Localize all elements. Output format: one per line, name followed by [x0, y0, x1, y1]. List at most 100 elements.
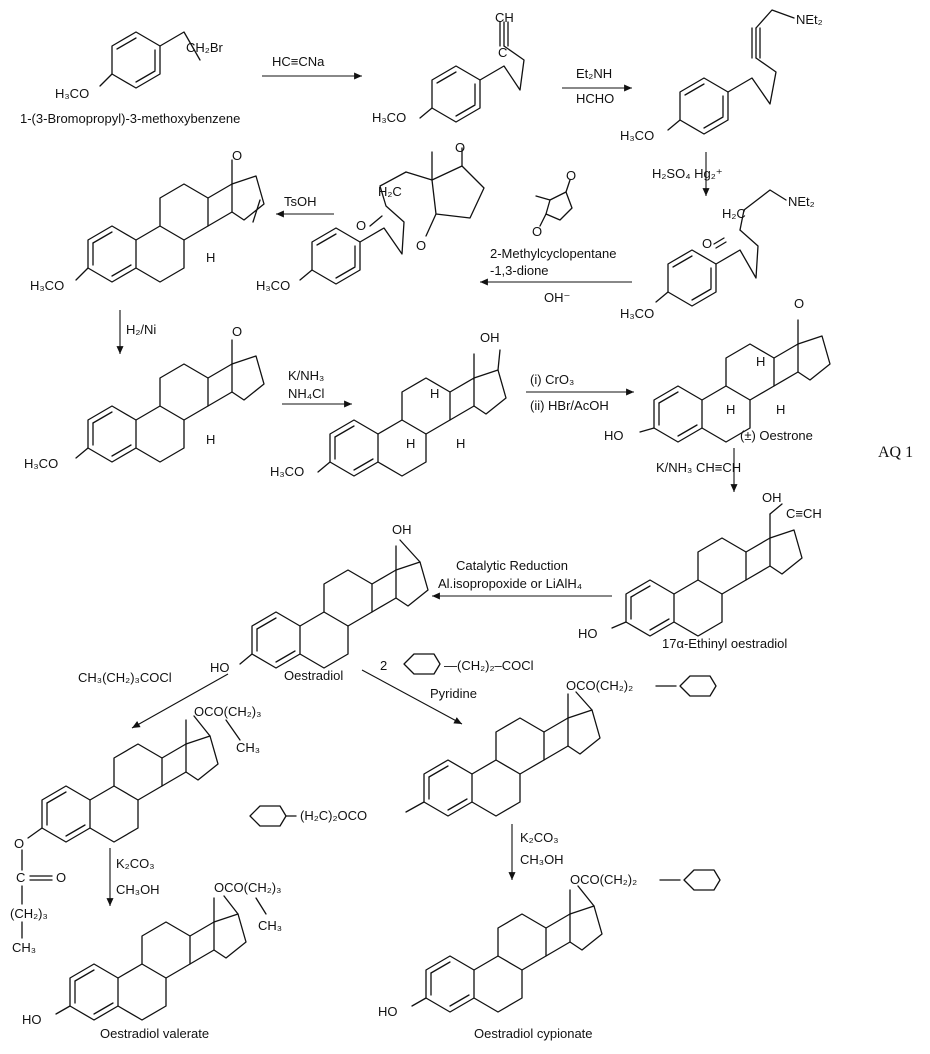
hydroxy-label: HO	[210, 660, 230, 675]
svg-text:CH₃OH: CH₃OH	[520, 852, 564, 867]
svg-text:O: O	[14, 836, 24, 851]
reaction-arrow-12	[361, 669, 463, 725]
svg-text:H: H	[206, 250, 215, 265]
svg-text:K/NH₃ CH≡CH: K/NH₃ CH≡CH	[656, 460, 741, 475]
methoxy-label: H₃CO	[620, 128, 654, 143]
methylcyclopentanedione-structure: O O	[532, 168, 576, 239]
svg-text:H₂/Ni: H₂/Ni	[126, 322, 156, 337]
molecule-3-aminoalkyne: NEt₂ H₃CO	[620, 9, 823, 143]
molecule-5-trione: H₂C O O O H₃CO	[256, 140, 485, 293]
svg-text:2: 2	[380, 658, 387, 673]
cyclopentyl-structure	[403, 653, 441, 675]
svg-text:H₂C: H₂C	[722, 206, 746, 221]
svg-text:H: H	[456, 436, 465, 451]
molecule-6-dienone: O H H₃CO	[30, 148, 265, 293]
svg-text:CH₃: CH₃	[12, 940, 36, 955]
svg-text:-1,3-dione: -1,3-dione	[490, 263, 549, 278]
methoxy-label: H₃CO	[620, 306, 654, 321]
compound-name: Oestradiol	[284, 668, 343, 683]
methoxy-label: H₃CO	[270, 464, 304, 479]
svg-text:OH: OH	[392, 522, 412, 537]
hydroxy-label: HO	[578, 626, 598, 641]
compound-name: Oestradiol valerate	[100, 1026, 209, 1041]
molecule-4-aminoketone: NEt₂ H₂C O H₃CO	[620, 189, 815, 321]
methoxy-label: H₃CO	[55, 86, 89, 101]
svg-text:O: O	[455, 140, 465, 155]
svg-text:O: O	[232, 324, 242, 339]
methoxy-label: H₃CO	[256, 278, 290, 293]
diethylamino-label: NEt₂	[788, 194, 815, 209]
svg-text:Et₂NH: Et₂NH	[576, 66, 612, 81]
svg-text:Al.isopropoxide or LiAlH₄: Al.isopropoxide or LiAlH₄	[438, 576, 582, 591]
svg-text:(ii) HBr/AcOH: (ii) HBr/AcOH	[530, 398, 609, 413]
svg-text:H: H	[406, 436, 415, 451]
molecule-13-oestradiol-dicypionate: OCO(CH₂)₂ (H₂C)₂OCO	[249, 675, 717, 827]
svg-text:K/NH₃: K/NH₃	[288, 368, 324, 383]
diethylamino-label: NEt₂	[796, 12, 823, 27]
compound-name: 1-(3-Bromopropyl)-3-methoxybenzene	[20, 111, 240, 126]
methoxy-label: H₃CO	[24, 456, 58, 471]
svg-text:TsOH: TsOH	[284, 194, 317, 209]
svg-text:H: H	[206, 432, 215, 447]
svg-text:C: C	[16, 870, 25, 885]
reaction-arrow-11	[131, 673, 229, 729]
svg-text:O: O	[532, 224, 542, 239]
molecule-14-oestradiol-valerate: OCO(CH₂)₃ CH₃ HO Oestradiol valerate	[22, 880, 282, 1041]
svg-text:O: O	[794, 296, 804, 311]
methoxy-label: H₃CO	[30, 278, 64, 293]
svg-text:O: O	[566, 168, 576, 183]
svg-text:H: H	[430, 386, 439, 401]
svg-text:OCO(CH₂)₃: OCO(CH₂)₃	[214, 880, 281, 895]
molecule-8-methoxy-estradiol: OH H H H H₃CO	[270, 330, 507, 479]
svg-text:H₂SO₄ Hg₂⁺: H₂SO₄ Hg₂⁺	[652, 166, 723, 181]
hydroxy-label: HO	[22, 1012, 42, 1027]
svg-text:(i) CrO₃: (i) CrO₃	[530, 372, 574, 387]
svg-text:OCO(CH₂)₂: OCO(CH₂)₂	[566, 678, 633, 693]
svg-text:O: O	[56, 870, 66, 885]
svg-text:O: O	[356, 218, 366, 233]
molecule-2-alkyne: CH C H₃CO	[372, 10, 525, 125]
svg-text:O: O	[702, 236, 712, 251]
svg-text:K₂CO₃: K₂CO₃	[116, 856, 155, 871]
molecule-12-oestradiol-divalerate: OCO(CH₂)₃ CH₃ O C O (CH₂)₃ CH₃	[10, 704, 261, 955]
svg-text:OCO(CH₂)₃: OCO(CH₂)₃	[194, 704, 261, 719]
molecule-9-oestrone: O H H H HO (±) Oestrone	[604, 296, 831, 443]
svg-text:H: H	[756, 354, 765, 369]
svg-text:(CH₂)₃: (CH₂)₃	[10, 906, 48, 921]
svg-text:OH⁻: OH⁻	[544, 290, 570, 305]
molecule-10-ethinyl-oestradiol: OH C≡CH HO 17α-Ethinyl oestradiol	[578, 490, 822, 651]
molecule-15-oestradiol-cypionate: OCO(CH₂)₂ HO Oestradiol cypionate	[378, 869, 721, 1041]
substituent-label: CH₂Br	[186, 40, 223, 55]
svg-text:CH₃: CH₃	[258, 918, 282, 933]
svg-text:O: O	[232, 148, 242, 163]
svg-text:Pyridine: Pyridine	[430, 686, 477, 701]
svg-text:OH: OH	[762, 490, 782, 505]
svg-text:2-Methylcyclopentane: 2-Methylcyclopentane	[490, 246, 616, 261]
svg-text:(H₂C)₂OCO: (H₂C)₂OCO	[300, 808, 367, 823]
svg-text:C: C	[498, 45, 507, 60]
svg-text:CH₃(CH₂)₃COCl: CH₃(CH₂)₃COCl	[78, 670, 172, 685]
hydroxy-label: HO	[378, 1004, 398, 1019]
svg-text:H₂C: H₂C	[378, 184, 402, 199]
compound-name: Oestradiol cypionate	[474, 1026, 593, 1041]
svg-text:NH₄Cl: NH₄Cl	[288, 386, 324, 401]
molecule-7-enone: O H H₃CO	[24, 324, 265, 471]
svg-text:C≡CH: C≡CH	[786, 506, 822, 521]
methoxy-label: H₃CO	[372, 110, 406, 125]
svg-text:Catalytic Reduction: Catalytic Reduction	[456, 558, 568, 573]
hydroxy-label: HO	[604, 428, 624, 443]
svg-text:HCHO: HCHO	[576, 91, 614, 106]
compound-name: 17α-Ethinyl oestradiol	[662, 636, 787, 651]
svg-text:OH: OH	[480, 330, 500, 345]
svg-text:CH₃OH: CH₃OH	[116, 882, 160, 897]
svg-text:OCO(CH₂)₂: OCO(CH₂)₂	[570, 872, 637, 887]
svg-text:H: H	[726, 402, 735, 417]
molecule-1-bromopropyl-methoxybenzene: CH₂Br H₃CO 1-(3-Bromopropyl)-3-methoxybe…	[20, 31, 240, 126]
svg-text:CH₃: CH₃	[236, 740, 260, 755]
svg-text:O: O	[416, 238, 426, 253]
side-label: AQ 1	[878, 444, 913, 461]
compound-name: (±) Oestrone	[740, 428, 813, 443]
svg-text:CH: CH	[495, 10, 514, 25]
svg-text:—(CH₂)₂–COCl: —(CH₂)₂–COCl	[444, 658, 534, 673]
